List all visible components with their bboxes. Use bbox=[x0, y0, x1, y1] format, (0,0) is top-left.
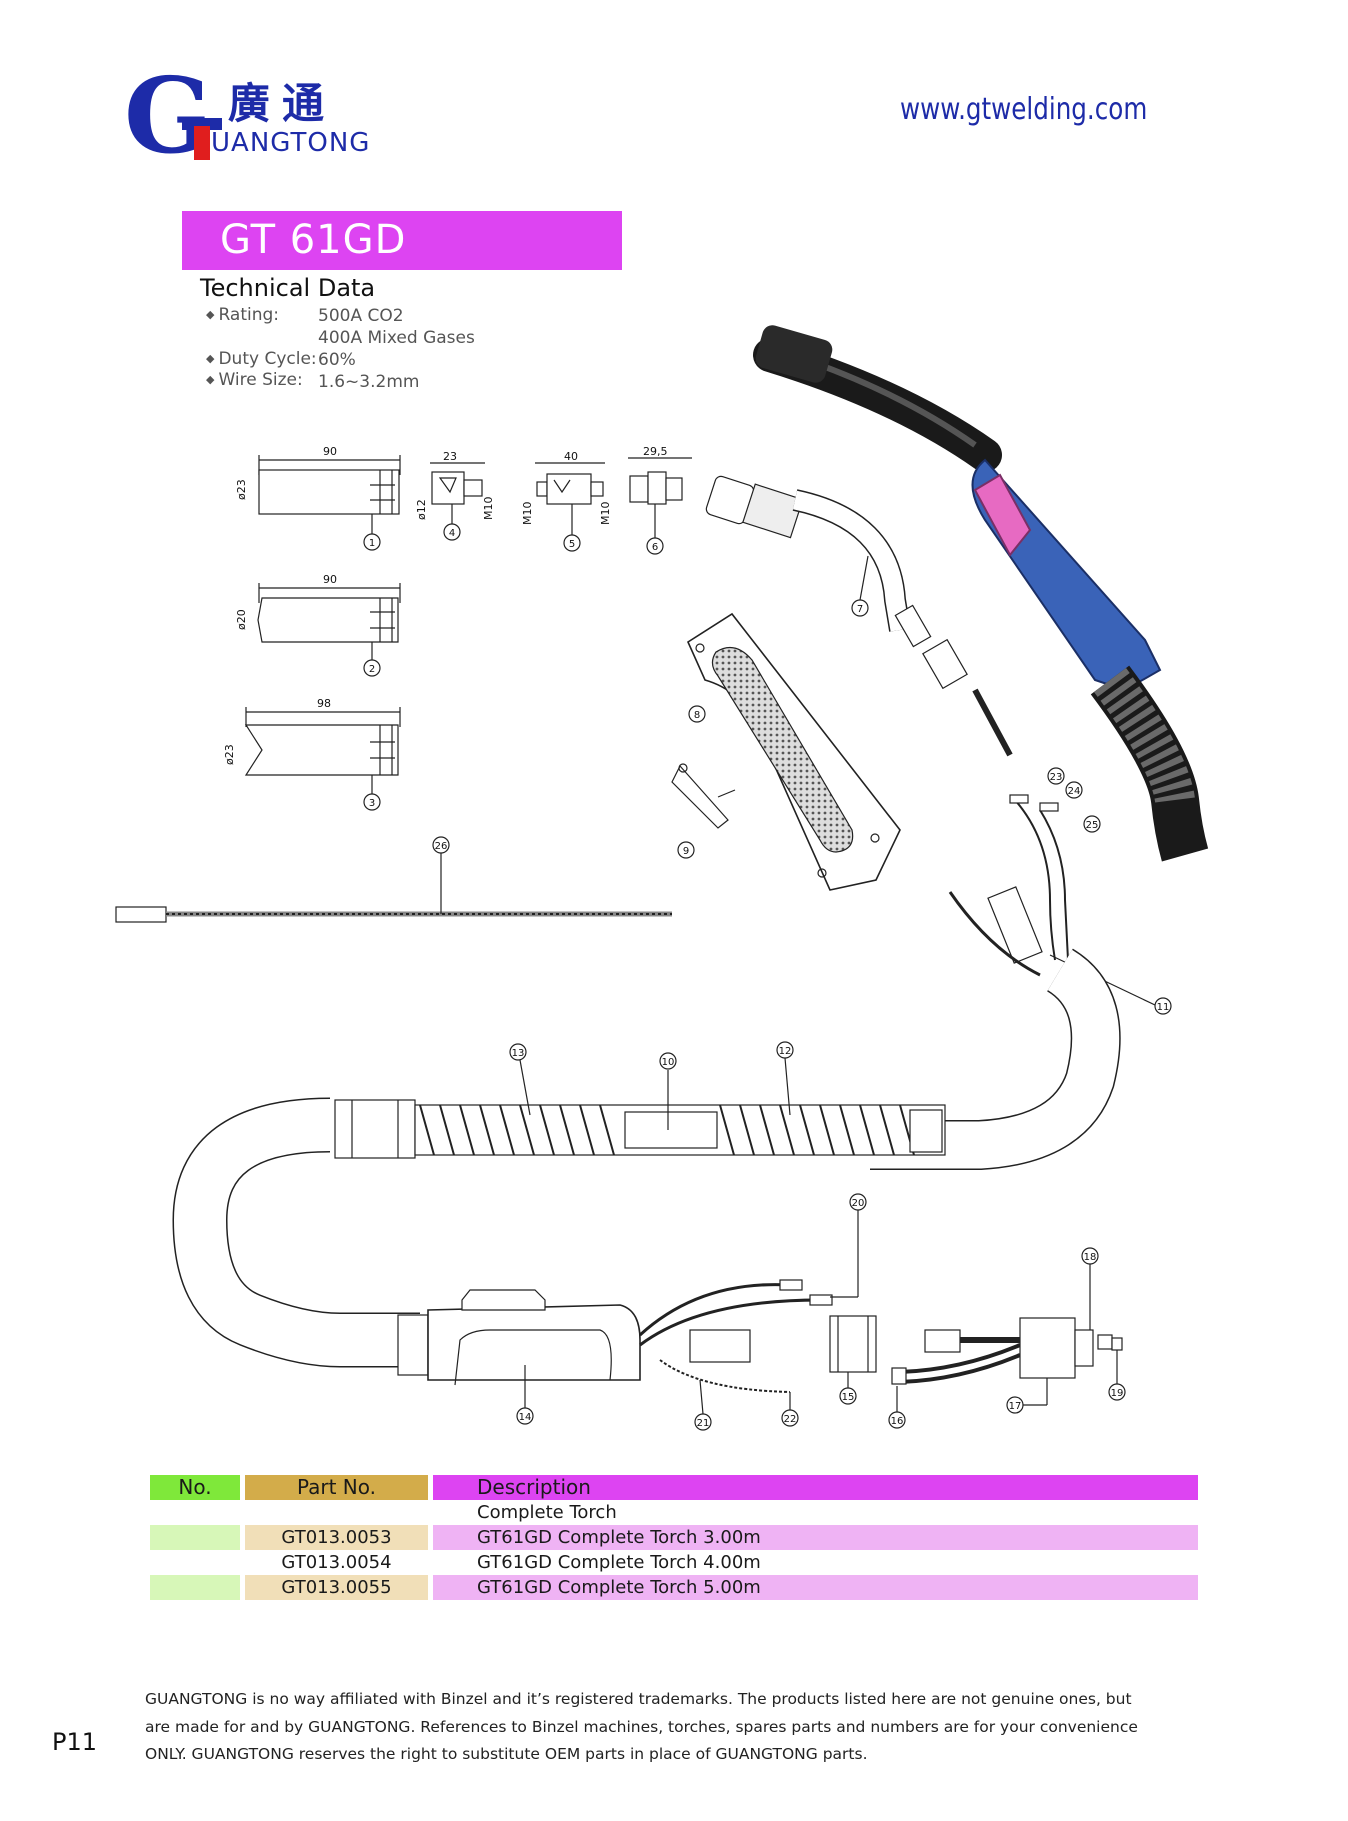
callout-15: 15 bbox=[842, 1392, 855, 1403]
spec-wire-label: ◆Wire Size: bbox=[206, 370, 303, 390]
disclaimer-line: are made for and by GUANGTONG. Reference… bbox=[145, 1717, 1138, 1736]
callout-1: 1 bbox=[369, 538, 375, 549]
disclaimer-line: GUANGTONG is no way affiliated with Binz… bbox=[145, 1690, 1132, 1708]
part-1-nozzle bbox=[258, 455, 401, 551]
part-15-nut bbox=[829, 1315, 877, 1405]
spec-duty-label: ◆Duty Cycle: bbox=[206, 349, 317, 369]
callout-24: 24 bbox=[1068, 786, 1081, 797]
dim-p5-thread-right: M10 bbox=[599, 502, 612, 526]
part-5-tip-holder bbox=[535, 462, 605, 552]
model-banner: GT 61GD bbox=[182, 211, 622, 270]
callout-14: 14 bbox=[519, 1412, 532, 1423]
dim-p4-diameter: ø12 bbox=[415, 499, 428, 520]
header-description: Description bbox=[433, 1475, 1198, 1500]
part-14-rear-handle bbox=[397, 1289, 641, 1425]
footer-disclaimer: GUANGTONG is no way affiliated with Binz… bbox=[145, 1686, 1215, 1769]
dim-p3-diameter: ø23 bbox=[223, 744, 236, 765]
logo-g-mark: G bbox=[124, 54, 222, 177]
callout-16: 16 bbox=[891, 1416, 904, 1427]
callout-12: 12 bbox=[779, 1046, 792, 1057]
part-7-swan-neck bbox=[705, 475, 1013, 757]
callout-17: 17 bbox=[1009, 1401, 1022, 1412]
callout-6: 6 bbox=[652, 542, 658, 553]
part-26-liner bbox=[115, 836, 672, 923]
bullet-icon: ◆ bbox=[206, 353, 215, 365]
callout-20: 20 bbox=[852, 1198, 865, 1209]
callout-2: 2 bbox=[369, 664, 375, 675]
row-part-no: GT013.0054 bbox=[281, 1552, 392, 1573]
logo-english-text: UANGTONG bbox=[211, 128, 371, 158]
dim-p4-thread: M10 bbox=[482, 497, 495, 521]
dim-p5-thread-left: M10 bbox=[521, 502, 534, 526]
callout-3: 3 bbox=[369, 798, 375, 809]
complete-torch-photo bbox=[753, 325, 1209, 862]
callout-25: 25 bbox=[1086, 820, 1099, 831]
dim-p1-length: 90 bbox=[323, 445, 337, 458]
spec-rating-label: ◆Rating: bbox=[206, 305, 280, 325]
callout-19: 19 bbox=[1111, 1388, 1124, 1399]
callout-5: 5 bbox=[569, 539, 575, 550]
model-title: GT 61GD bbox=[220, 217, 407, 263]
part-6-gas-diffuser bbox=[628, 457, 692, 555]
row-part-no: GT013.0055 bbox=[245, 1575, 428, 1600]
exploded-parts-diagram: 90 ø23 90 ø20 98 ø23 23 ø12 M10 40 M10 M… bbox=[115, 325, 1209, 1431]
row-description: GT61GD Complete Torch 4.00m bbox=[477, 1552, 761, 1573]
bullet-icon: ◆ bbox=[206, 374, 215, 386]
cable-assembly bbox=[172, 948, 1121, 1368]
part-2-nozzle bbox=[257, 583, 401, 677]
spec-duty-value: 60% bbox=[318, 350, 356, 370]
callout-18: 18 bbox=[1084, 1252, 1097, 1263]
website-url[interactable]: www.gtwelding.com bbox=[900, 92, 1148, 127]
part-16-19-central-connector bbox=[888, 1247, 1126, 1429]
row-no bbox=[150, 1550, 240, 1575]
part-9-trigger bbox=[671, 763, 736, 859]
callout-9: 9 bbox=[683, 846, 689, 857]
callout-10: 10 bbox=[662, 1057, 675, 1068]
logo-chinese-text: 廣通 bbox=[228, 79, 337, 128]
dim-p1-diameter: ø23 bbox=[235, 479, 248, 500]
dim-p5-length: 40 bbox=[564, 450, 578, 463]
row-no bbox=[150, 1575, 240, 1600]
callout-23: 23 bbox=[1050, 772, 1063, 783]
disclaimer-line: ONLY. GUANGTONG reserves the right to su… bbox=[145, 1745, 868, 1763]
part-3-nozzle bbox=[244, 707, 401, 811]
callout-22: 22 bbox=[784, 1414, 797, 1425]
header-part-no: Part No. bbox=[245, 1475, 428, 1500]
spec-rating-value-1: 500A CO2 bbox=[318, 306, 404, 326]
dim-p2-length: 90 bbox=[323, 573, 337, 586]
technical-data-title: Technical Data bbox=[200, 274, 376, 302]
spec-wire-value: 1.6~3.2mm bbox=[318, 372, 420, 392]
callout-7: 7 bbox=[857, 604, 863, 615]
callout-4: 4 bbox=[449, 528, 455, 539]
dim-p6-length: 29,5 bbox=[643, 445, 668, 458]
bullet-icon: ◆ bbox=[206, 309, 215, 321]
page-number: P11 bbox=[52, 1728, 98, 1756]
dim-p2-diameter: ø20 bbox=[235, 609, 248, 630]
part-20-22-control-wires bbox=[638, 1193, 867, 1431]
row-description: GT61GD Complete Torch 3.00m bbox=[433, 1525, 1198, 1550]
spec-rating-value-2: 400A Mixed Gases bbox=[318, 328, 475, 348]
part-23-25-wires bbox=[1009, 767, 1101, 961]
part-8-handle-shell bbox=[686, 612, 901, 891]
callout-26: 26 bbox=[435, 841, 448, 852]
callout-11: 11 bbox=[1157, 1002, 1170, 1013]
dim-p4-length: 23 bbox=[443, 450, 457, 463]
company-logo: G 廣通 UANGTONG bbox=[124, 54, 369, 177]
callout-13: 13 bbox=[512, 1048, 525, 1059]
header-no: No. bbox=[150, 1475, 240, 1500]
row-description: GT61GD Complete Torch 5.00m bbox=[433, 1575, 1198, 1600]
group-title: Complete Torch bbox=[477, 1502, 617, 1523]
row-part-no: GT013.0053 bbox=[245, 1525, 428, 1550]
row-no bbox=[150, 1525, 240, 1550]
part-4-contact-tip bbox=[430, 462, 485, 541]
callout-8: 8 bbox=[694, 710, 700, 721]
dim-p3-length: 98 bbox=[317, 697, 331, 710]
callout-21: 21 bbox=[697, 1418, 710, 1429]
